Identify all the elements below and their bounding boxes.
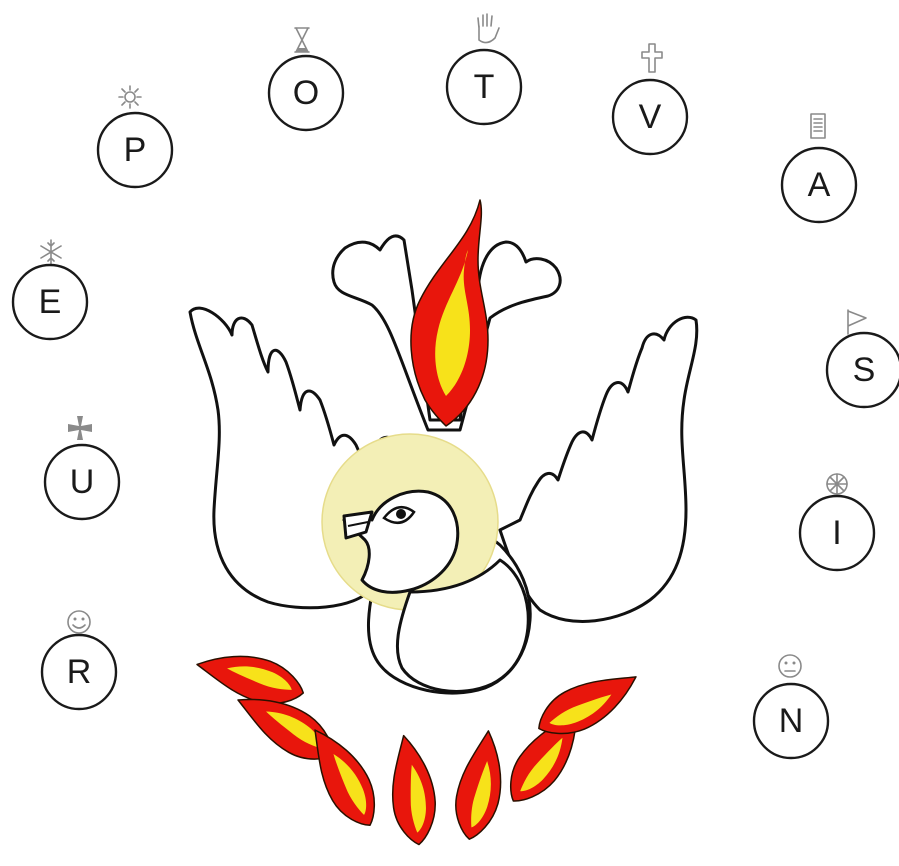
smiley-icon: [68, 611, 90, 633]
flame-4: [384, 732, 441, 847]
letter-badge-n: N: [754, 655, 828, 758]
cross-pattee-icon: [68, 416, 92, 440]
cross-icon: [642, 44, 662, 72]
letter-s: S: [853, 351, 876, 389]
snowflake-icon: [41, 240, 61, 264]
letter-badge-u: U: [45, 416, 119, 519]
neutral-face-icon: [779, 655, 801, 677]
letter-e: E: [39, 283, 62, 321]
letter-badge-v: V: [613, 44, 687, 154]
sun-icon: [119, 86, 141, 108]
hand-icon: [478, 14, 499, 43]
letter-badge-r: R: [42, 611, 116, 709]
letter-v: V: [639, 98, 662, 136]
top-flame: [411, 200, 488, 426]
document-icon: [811, 114, 825, 138]
letter-u: U: [70, 463, 95, 501]
letter-t: T: [474, 68, 495, 106]
letter-i: I: [832, 514, 841, 552]
dove-eye: [396, 509, 406, 519]
wheel-icon: [827, 474, 847, 494]
letter-o: O: [293, 74, 319, 112]
letter-badge-e: E: [13, 240, 87, 339]
letter-badge-i: I: [800, 474, 874, 570]
letter-badge-p: P: [98, 86, 172, 187]
letter-r: R: [67, 653, 92, 691]
flame-5: [450, 727, 511, 843]
letter-badge-s: S: [827, 310, 899, 407]
letter-badge-a: A: [782, 114, 856, 222]
letter-a: A: [808, 166, 831, 204]
letter-badge-o: O: [269, 28, 343, 130]
right-wing: [500, 317, 697, 621]
letter-n: N: [779, 702, 804, 740]
letter-p: P: [124, 131, 147, 169]
letter-badge-t: T: [447, 14, 521, 124]
hourglass-icon: [295, 28, 309, 52]
flag-icon: [848, 310, 866, 334]
